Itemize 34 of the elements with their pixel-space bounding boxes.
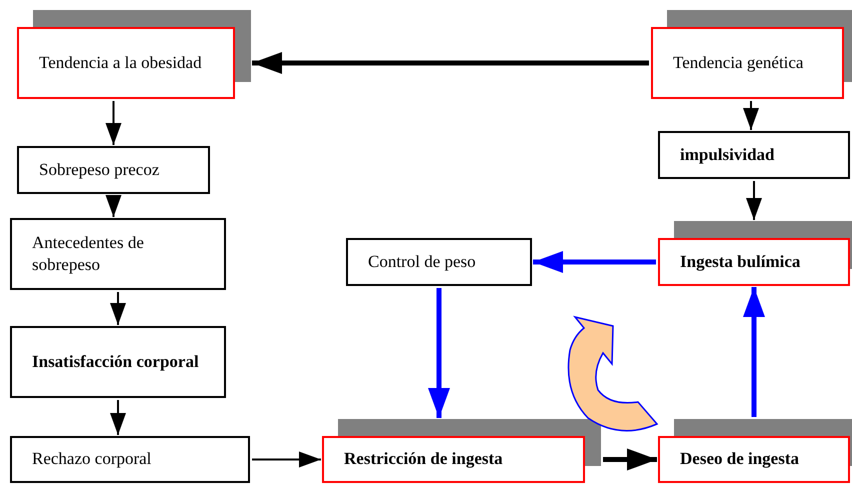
arrow [106, 195, 122, 217]
arrow [743, 101, 759, 130]
process-box [658, 436, 850, 483]
process-box [10, 326, 226, 398]
box-label: Deseo de ingesta [680, 448, 799, 470]
box-label: Insatisfacción corporal [32, 350, 199, 373]
box-label: Antecedentes de sobrepeso [32, 232, 145, 276]
box-label: Tendencia genética [673, 52, 804, 74]
process-box [10, 218, 226, 290]
arrow [110, 292, 126, 325]
arrow [533, 251, 656, 273]
arrow [252, 452, 321, 468]
box-label: Ingesta bulímica [680, 250, 800, 273]
process-box [10, 436, 250, 483]
box-label: Rechazo corporal [32, 448, 152, 470]
box-label: impulsividad [680, 144, 774, 166]
process-box [322, 436, 585, 483]
box-label: Tendencia a la obesidad [39, 52, 202, 74]
arrow [110, 400, 126, 435]
arrow [106, 101, 122, 145]
arrow [603, 448, 657, 470]
process-box [658, 238, 850, 286]
arrow [252, 52, 649, 74]
arrow [743, 287, 765, 417]
arrow [746, 181, 762, 220]
process-box [651, 27, 844, 99]
process-box [17, 27, 235, 99]
process-box [17, 146, 210, 194]
arrow [428, 288, 450, 418]
process-box [658, 131, 850, 179]
process-box [346, 238, 532, 286]
box-label: Control de peso [368, 250, 476, 273]
box-label: Sobrepeso precoz [39, 158, 160, 181]
box-label: Restricción de ingesta [344, 448, 503, 470]
